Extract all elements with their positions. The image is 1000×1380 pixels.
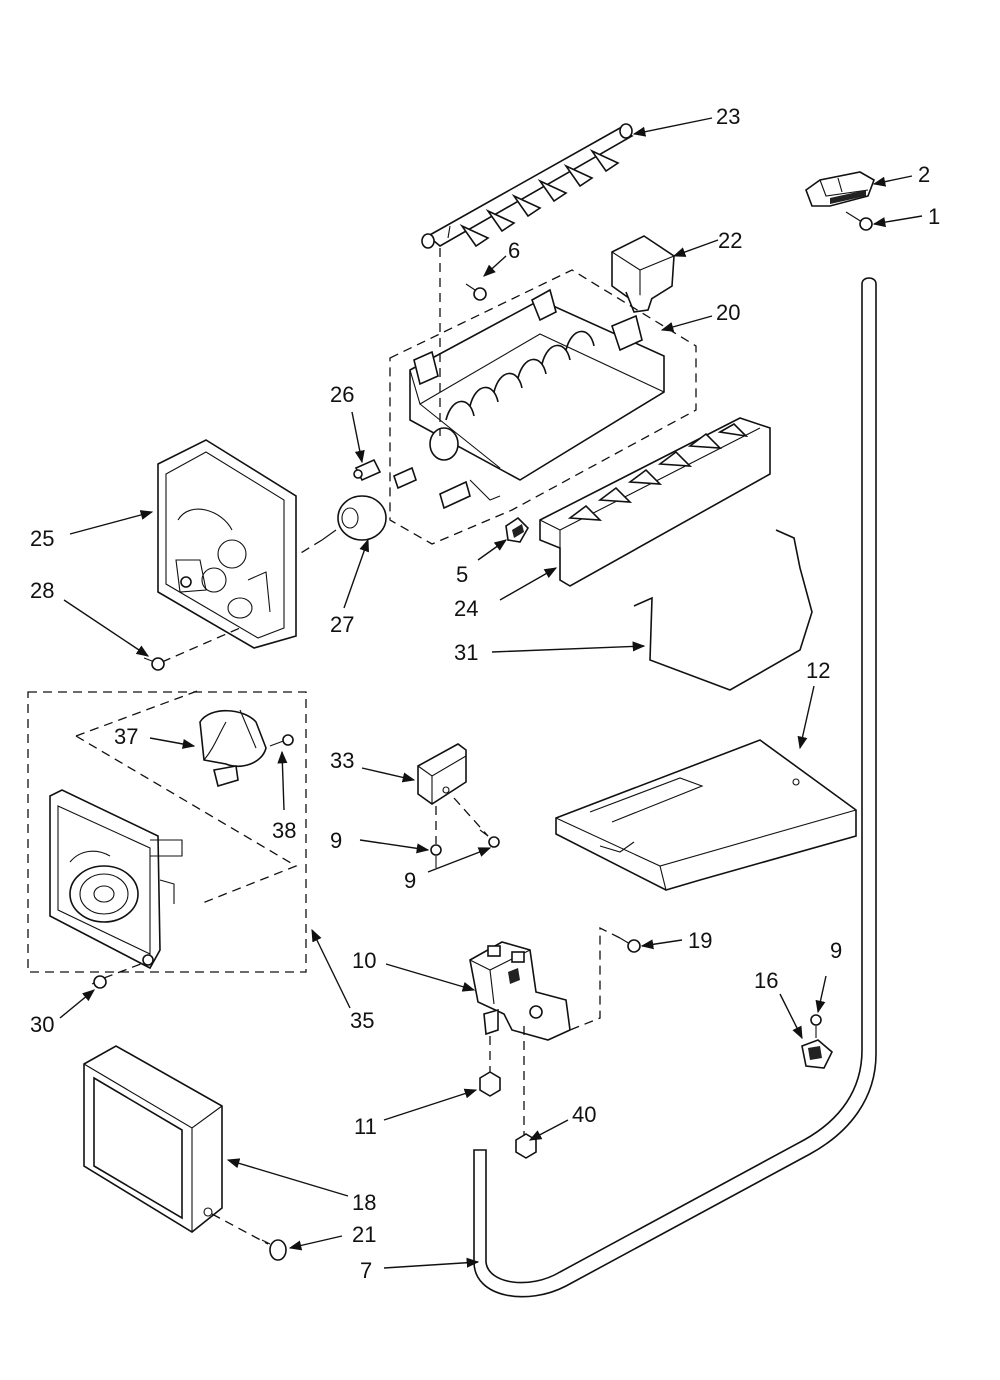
callout-11: 11 bbox=[354, 1114, 377, 1139]
fill-cup-part bbox=[611, 235, 675, 313]
screw-part-6 bbox=[465, 283, 487, 301]
callout-12: 12 bbox=[806, 658, 830, 683]
thermostat-part bbox=[321, 495, 387, 541]
nut-part-40 bbox=[515, 1133, 537, 1159]
thermostat-alignment-line bbox=[295, 539, 323, 557]
screw-part-38 bbox=[269, 734, 294, 747]
callout-25: 25 bbox=[30, 526, 54, 551]
callout-6: 6 bbox=[508, 238, 520, 263]
callout-38: 38 bbox=[272, 818, 296, 843]
callout-33: 33 bbox=[330, 748, 354, 773]
callout-9-bottom-bracket: 9 bbox=[404, 868, 416, 893]
stripper-part bbox=[539, 417, 771, 587]
screw-part-1 bbox=[845, 211, 873, 231]
module-alignment-lines bbox=[75, 689, 298, 905]
callout-7: 7 bbox=[360, 1258, 372, 1283]
callout-30: 30 bbox=[30, 1012, 54, 1037]
screw-part-9-right bbox=[479, 829, 500, 848]
screw-part-9-clamp bbox=[810, 1014, 822, 1038]
front-cover-housing-part bbox=[157, 439, 297, 649]
screw-part-30 bbox=[91, 975, 107, 989]
shut-off-arm-part bbox=[633, 529, 813, 691]
clip-part-26 bbox=[353, 458, 382, 482]
shut-off-arm-clip-part bbox=[805, 171, 875, 207]
callout-28: 28 bbox=[30, 578, 54, 603]
callout-18: 18 bbox=[352, 1190, 376, 1215]
callout-40: 40 bbox=[572, 1102, 596, 1127]
screw-part-28 bbox=[143, 657, 165, 671]
bracket-part-33 bbox=[417, 743, 467, 805]
drive-motor-part bbox=[199, 709, 267, 788]
ejector-shaft-part bbox=[421, 123, 634, 249]
callout-10: 10 bbox=[352, 948, 376, 973]
screw-part-19 bbox=[619, 937, 641, 953]
callout-9-clamp: 9 bbox=[830, 938, 842, 963]
callout-31: 31 bbox=[454, 640, 478, 665]
callout-26: 26 bbox=[330, 382, 354, 407]
ice-mold-part bbox=[393, 288, 665, 510]
callout-20: 20 bbox=[716, 300, 740, 325]
callout-35: 35 bbox=[350, 1008, 374, 1033]
mounting-plate-part bbox=[555, 739, 857, 891]
plug-part-21 bbox=[261, 1239, 287, 1261]
screw-part-9-left bbox=[430, 844, 442, 868]
clip-part-5 bbox=[505, 516, 529, 543]
bracket-screw-line-2 bbox=[453, 797, 489, 837]
nut-part-11 bbox=[479, 1071, 501, 1097]
callout-23: 23 bbox=[716, 104, 740, 129]
callout-1: 1 bbox=[928, 204, 940, 229]
callout-9-top-bracket: 9 bbox=[330, 828, 342, 853]
plug-alignment-line bbox=[211, 1213, 269, 1245]
ice-maker-mold-assembly-outline bbox=[389, 269, 697, 545]
callout-5: 5 bbox=[456, 562, 468, 587]
callout-37: 37 bbox=[114, 724, 138, 749]
motor-module-assembly-outline bbox=[27, 691, 307, 973]
water-tube-part bbox=[473, 277, 877, 1298]
callout-22: 22 bbox=[718, 228, 742, 253]
callout-24: 24 bbox=[454, 596, 478, 621]
callout-27: 27 bbox=[330, 612, 354, 637]
callout-19: 19 bbox=[688, 928, 712, 953]
valve-screw-alignment-line bbox=[569, 926, 621, 1031]
motor-module-housing-part bbox=[49, 789, 183, 970]
cover-part-18 bbox=[83, 1045, 223, 1233]
callout-2: 2 bbox=[918, 162, 930, 187]
tube-clamp-part bbox=[801, 1039, 833, 1069]
callout-16: 16 bbox=[754, 968, 778, 993]
water-valve-part bbox=[469, 941, 571, 1041]
screw-30-alignment-line bbox=[103, 961, 147, 979]
callout-21: 21 bbox=[352, 1222, 376, 1247]
leader-lines bbox=[59, 117, 923, 1269]
